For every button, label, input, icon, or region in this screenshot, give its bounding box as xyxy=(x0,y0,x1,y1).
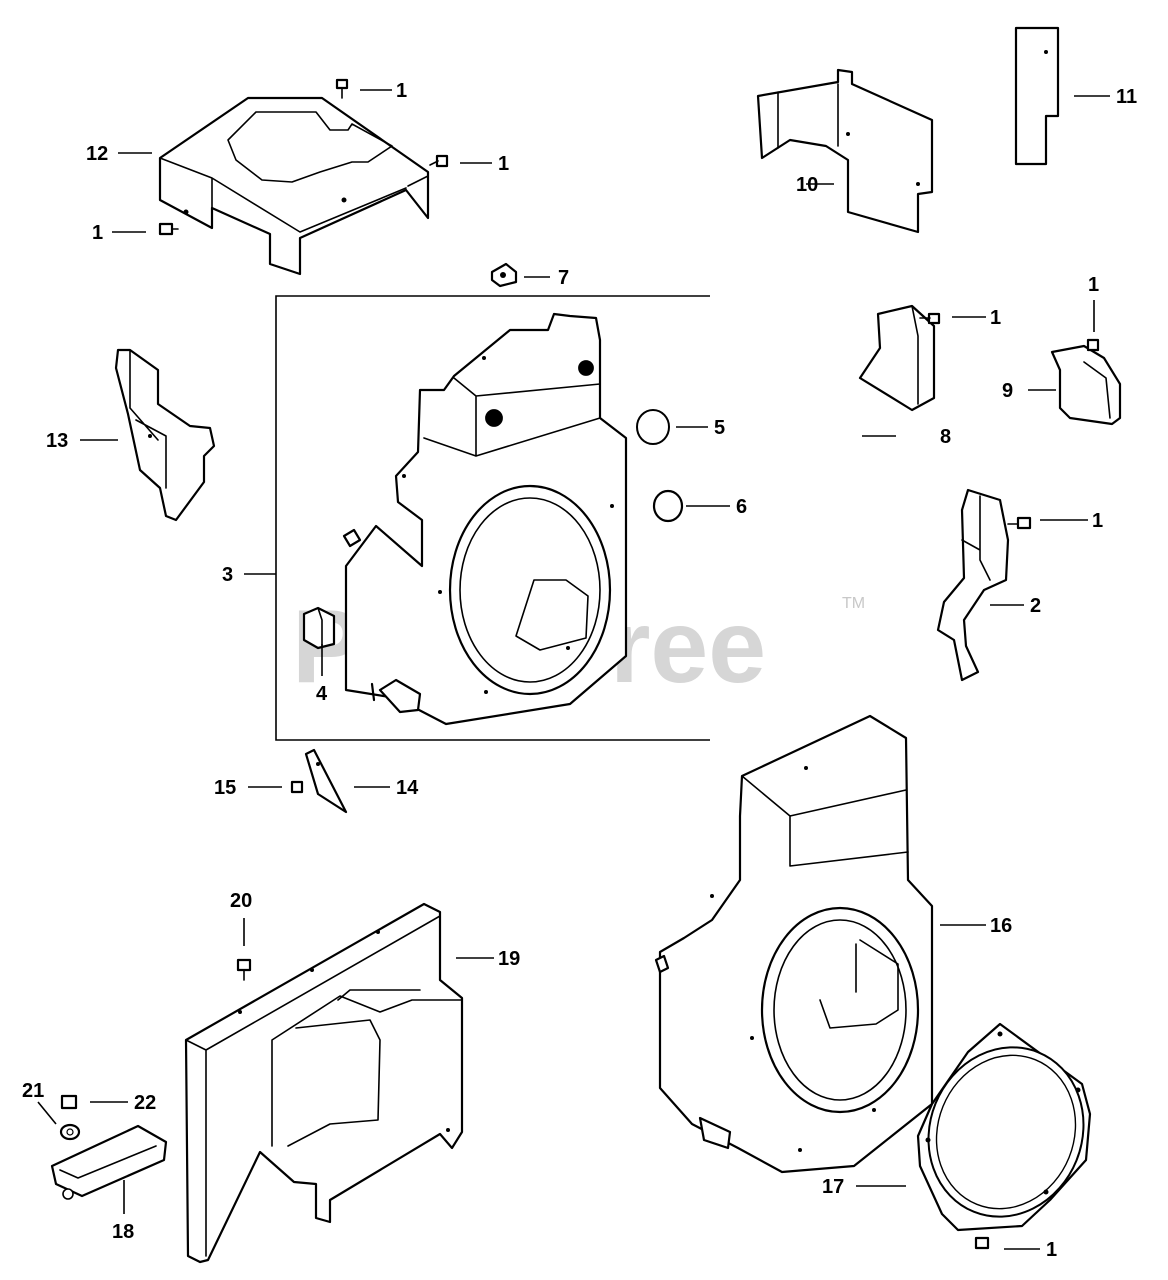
part-15-screw[interactable] xyxy=(290,780,304,794)
leader-lines xyxy=(37,89,1110,1250)
callout-1-shroud: 1 xyxy=(498,153,509,175)
callout-4: 4 xyxy=(316,683,328,705)
part-13-bracket[interactable] xyxy=(114,348,216,522)
callout-1-bracket8: 1 xyxy=(990,307,1001,329)
part-18-cover[interactable] xyxy=(50,1124,168,1200)
part-3-blower-housing[interactable] xyxy=(342,312,628,726)
part-10-baffle[interactable] xyxy=(756,68,934,234)
screw-1c[interactable] xyxy=(158,222,179,236)
part-20-screw[interactable] xyxy=(236,958,252,981)
callout-17: 17 xyxy=(822,1176,844,1198)
part-9-cover[interactable] xyxy=(1050,344,1122,426)
callout-1-guide: 1 xyxy=(1092,510,1103,532)
watermark-trademark: TM xyxy=(842,595,865,612)
callout-1-left: 1 xyxy=(92,222,103,244)
screw-1g[interactable] xyxy=(974,1236,990,1250)
callout-11: 11 xyxy=(1116,86,1137,108)
part-12-blower-housing-top[interactable] xyxy=(158,96,430,276)
callout-1-cover9: 1 xyxy=(1088,274,1099,296)
part-4-plug[interactable] xyxy=(302,606,336,650)
part-19-support-frame[interactable] xyxy=(184,902,464,1264)
callout-8: 8 xyxy=(940,426,951,448)
callout-2: 2 xyxy=(1030,595,1041,617)
part-7-grommet[interactable] xyxy=(490,262,518,288)
callout-15: 15 xyxy=(214,777,236,799)
screw-1b[interactable] xyxy=(429,154,449,168)
callout-labels: 1 1 1 12 7 10 11 1 1 9 8 5 6 13 1 2 3 4 … xyxy=(22,80,1137,1261)
callout-22: 22 xyxy=(134,1092,156,1114)
callout-21: 21 xyxy=(22,1080,44,1102)
part-2-air-guide[interactable] xyxy=(936,488,1010,682)
callout-14: 14 xyxy=(396,777,419,799)
callout-18: 18 xyxy=(112,1221,134,1243)
callout-5: 5 xyxy=(714,417,725,439)
callout-1-ring: 1 xyxy=(1046,1239,1057,1261)
callout-12: 12 xyxy=(86,143,108,165)
screw-1d[interactable] xyxy=(919,312,941,325)
callout-3: 3 xyxy=(222,564,233,586)
screw-1a[interactable] xyxy=(335,78,349,99)
part-8-bracket[interactable] xyxy=(858,304,936,412)
callout-16: 16 xyxy=(990,915,1012,937)
part-16-blower-housing[interactable] xyxy=(654,714,934,1174)
part-21-nut[interactable] xyxy=(59,1123,81,1141)
part-22-screw[interactable] xyxy=(60,1094,78,1110)
part-17-ring[interactable] xyxy=(903,1022,1108,1240)
part-11-plate[interactable] xyxy=(1014,26,1060,166)
callout-1-top: 1 xyxy=(396,80,407,102)
screw-1f[interactable] xyxy=(1007,516,1032,530)
part-5-ring[interactable] xyxy=(636,409,670,445)
callout-13: 13 xyxy=(46,430,68,452)
callout-7: 7 xyxy=(558,267,569,289)
screw-1e[interactable] xyxy=(1086,338,1100,352)
callout-19: 19 xyxy=(498,948,520,970)
part-14-cover-plate[interactable] xyxy=(304,748,348,814)
callout-10: 10 xyxy=(796,174,818,196)
callout-20: 20 xyxy=(230,890,252,912)
callout-9: 9 xyxy=(1002,380,1013,402)
part-6-plug-disc[interactable] xyxy=(652,489,684,523)
callout-6: 6 xyxy=(736,496,747,518)
